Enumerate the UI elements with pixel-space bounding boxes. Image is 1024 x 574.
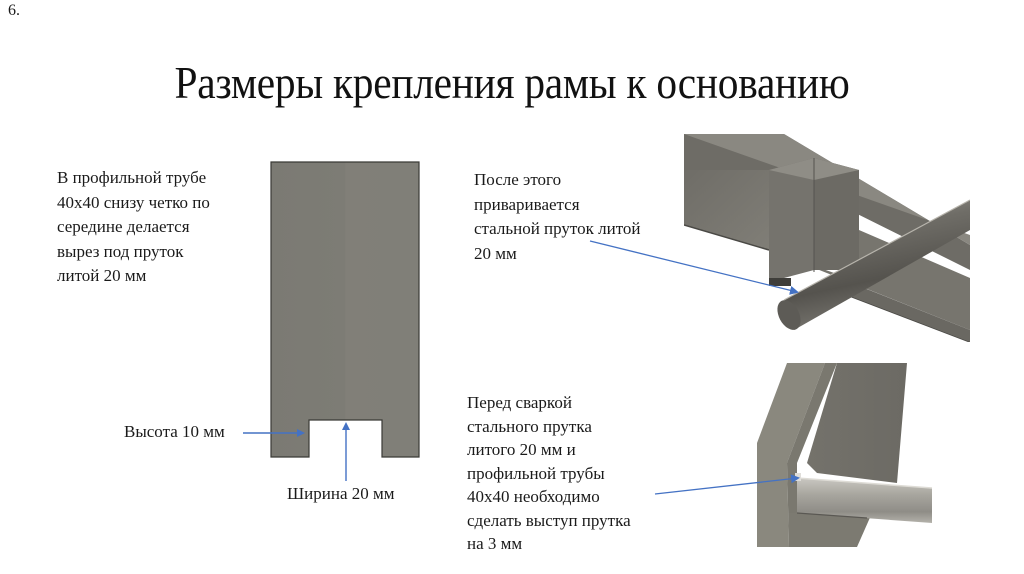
profile-pipe-shape [270,161,420,458]
rod-protrusion-render [757,363,945,547]
rod-welding-description: После этого приваривается стальной пруто… [474,170,641,263]
profile-cut-description: В профильной трубе 40х40 снизу четко по … [57,168,210,285]
rod-protrusion-description: Перед сваркой стального прутка литого 20… [467,393,631,553]
slide-number: 6. [8,2,20,19]
height-label: Высота 10 мм [124,422,225,441]
slide-title: Размеры крепления рамы к основанию [174,57,850,108]
width-label: Ширина 20 мм [287,484,395,503]
frame-rod-render [684,130,970,342]
